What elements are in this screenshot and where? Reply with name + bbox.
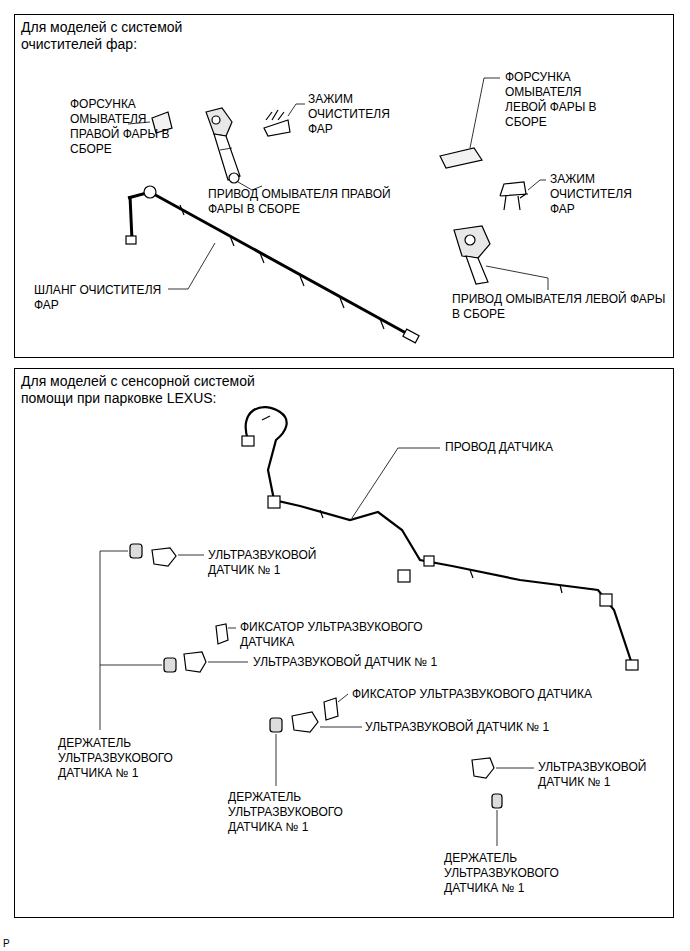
leader-line — [100, 551, 162, 730]
sensor-symbol — [472, 758, 494, 778]
leader-line — [528, 180, 546, 190]
part-label: УЛЬТРАЗВУКОВОЙ ДАТЧИК № 1 — [208, 548, 333, 578]
actuator-symbol — [454, 226, 490, 284]
leader-line — [168, 243, 215, 289]
leader-line — [288, 104, 305, 116]
nozzle-symbol — [440, 148, 482, 168]
leader-line — [228, 628, 236, 629]
part-label: ФИКСАТОР УЛЬТРАЗВУКОВОГО ДАТЧИКА — [240, 620, 460, 650]
leader-line — [486, 266, 548, 290]
panel-heading: Для моделей с сенсорной системой помощи … — [21, 373, 291, 407]
part-label: ПРИВОД ОМЫВАТЕЛЯ ПРАВОЙ ФАРЫ В СБОРЕ — [208, 187, 428, 217]
page-mark: P — [3, 936, 23, 951]
part-label: ФИКСАТОР УЛЬТРАЗВУКОВОГО ДАТЧИКА — [352, 687, 652, 702]
part-label: ШЛАНГ ОЧИСТИТЕЛЯ ФАР — [34, 283, 169, 313]
sensor-symbol — [152, 548, 176, 566]
retainer-symbol — [324, 698, 338, 720]
part-label: ФОРСУНКА ОМЫВАТЕЛЯ ЛЕВОЙ ФАРЫ В СБОРЕ — [505, 70, 605, 130]
part-label: ФОРСУНКА ОМЫВАТЕЛЯ ПРАВОЙ ФАРЫ В СБОРЕ — [70, 97, 170, 157]
leader-line — [470, 78, 500, 148]
leader-line — [276, 734, 277, 786]
clip-symbol — [264, 110, 290, 136]
holder-symbol — [492, 794, 502, 808]
part-label: ПРИВОД ОМЫВАТЕЛЯ ЛЕВОЙ ФАРЫ В СБОРЕ — [452, 292, 667, 322]
holder-symbol — [130, 544, 142, 558]
clip-symbol — [500, 182, 528, 210]
leader-line — [497, 810, 498, 846]
part-label: ЗАЖИМ ОЧИСТИТЕЛЯ ФАР — [308, 92, 393, 137]
part-label: УЛЬТРАЗВУКОВОЙ ДАТЧИК № 1 — [365, 720, 605, 735]
leader-line — [208, 662, 248, 663]
part-label: ДЕРЖАТЕЛЬ УЛЬТРАЗВУКОВОГО ДАТЧИКА № 1 — [58, 736, 183, 781]
part-label: ЗАЖИМ ОЧИСТИТЕЛЯ ФАР — [550, 172, 635, 217]
actuator-symbol — [206, 108, 240, 183]
variant-panel: Для моделей с сенсорной системой помощи … — [14, 368, 674, 918]
holder-symbol — [270, 718, 282, 732]
part-label: ДЕРЖАТЕЛЬ УЛЬТРАЗВУКОВОГО ДАТЧИКА № 1 — [228, 790, 353, 835]
leader-line — [320, 727, 362, 728]
part-label: ПРОВОД ДАТЧИКА — [445, 440, 605, 455]
leader-line — [338, 694, 348, 702]
sensor-symbol — [184, 652, 206, 672]
panel-heading: Для моделей с системой очистителей фар: — [21, 19, 221, 53]
leader-line — [352, 448, 440, 518]
leader-line — [496, 768, 534, 769]
sensor-symbol — [292, 712, 318, 732]
part-label: УЛЬТРАЗВУКОВОЙ ДАТЧИК № 1 — [538, 760, 663, 790]
part-label: УЛЬТРАЗВУКОВОЙ ДАТЧИК № 1 — [253, 655, 493, 670]
part-label: ДЕРЖАТЕЛЬ УЛЬТРАЗВУКОВОГО ДАТЧИКА № 1 — [444, 851, 569, 896]
retainer-symbol — [216, 624, 228, 644]
holder-symbol — [164, 658, 176, 672]
leader-line — [178, 555, 204, 556]
